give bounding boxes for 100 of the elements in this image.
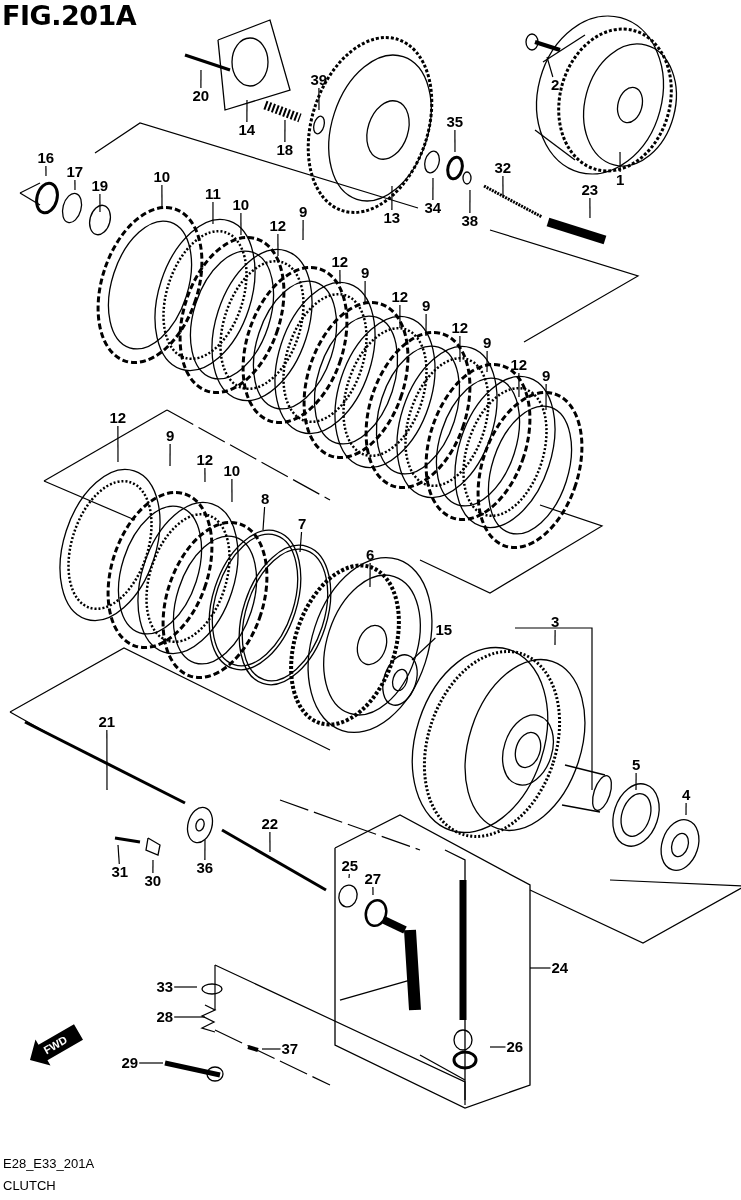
leader-line xyxy=(554,629,556,646)
callout-number: 18 xyxy=(275,142,295,158)
callout-number: 10 xyxy=(222,463,242,479)
leader-line xyxy=(529,967,552,969)
leader-line xyxy=(589,197,591,219)
callout-number: 24 xyxy=(550,960,570,976)
leader-line xyxy=(339,269,341,285)
callout-number: 16 xyxy=(36,150,56,166)
leader-line xyxy=(432,177,434,201)
leader-line xyxy=(635,772,637,791)
leader-line xyxy=(74,179,76,191)
leader-line xyxy=(246,99,248,123)
callout-number: 12 xyxy=(108,410,128,426)
leader-line xyxy=(372,886,374,896)
leader-line xyxy=(302,219,304,241)
leader-line xyxy=(502,175,504,197)
leader-line xyxy=(369,562,371,588)
callout-number: 3 xyxy=(550,614,561,630)
callout-number: 12 xyxy=(450,320,470,336)
callout-number: 28 xyxy=(155,1009,175,1025)
callout-number: 29 xyxy=(120,1055,140,1071)
callout-number: 12 xyxy=(268,218,288,234)
leader-line xyxy=(117,844,120,865)
leader-line xyxy=(318,87,320,111)
leader-line xyxy=(99,193,101,213)
leader-line xyxy=(204,467,206,483)
leader-line xyxy=(261,1048,282,1050)
leader-line xyxy=(262,506,266,531)
leader-line xyxy=(685,802,687,816)
leader-line xyxy=(469,189,471,214)
leader-line xyxy=(486,350,488,373)
callout-number: 9 xyxy=(541,368,552,384)
diagram-code: E28_E33_201A xyxy=(3,1156,95,1171)
leader-line xyxy=(454,129,456,153)
leader-line xyxy=(545,383,547,411)
callout-number: 11 xyxy=(204,186,222,202)
leader-line xyxy=(518,372,520,398)
callout-number: 8 xyxy=(260,491,271,507)
leader-line xyxy=(425,313,427,337)
leader-line xyxy=(138,1062,164,1064)
callout-number: 23 xyxy=(580,182,600,198)
leader-line xyxy=(459,335,461,363)
callout-number: 9 xyxy=(482,335,493,351)
leader-line xyxy=(204,839,206,861)
leader-line xyxy=(284,119,286,143)
callout-number: 30 xyxy=(143,873,163,889)
callout-number: 9 xyxy=(360,265,371,281)
caption: CLUTCH xyxy=(3,1178,56,1193)
callout-number: 22 xyxy=(260,816,280,832)
callout-number: 17 xyxy=(65,164,85,180)
callout-number: 5 xyxy=(631,757,642,773)
callout-number: 12 xyxy=(390,289,410,305)
callout-number: 7 xyxy=(297,516,308,532)
leader-line xyxy=(117,425,119,463)
leader-line xyxy=(619,151,621,173)
leader-line xyxy=(277,233,279,257)
leader-line xyxy=(489,1046,507,1048)
leader-line xyxy=(231,478,233,503)
direction-label: FWD xyxy=(41,1033,70,1058)
leader-line xyxy=(348,873,350,879)
leader-line xyxy=(106,729,108,791)
leader-line xyxy=(152,859,154,874)
callout-number: 19 xyxy=(90,178,110,194)
leader-line xyxy=(364,280,366,303)
callout-number: 33 xyxy=(155,979,175,995)
leader-line xyxy=(173,986,198,988)
callout-number: 10 xyxy=(152,169,172,185)
leader-line xyxy=(269,831,271,853)
callout-number: 15 xyxy=(434,622,454,638)
callout-number: 9 xyxy=(165,428,176,444)
callout-number: 12 xyxy=(195,452,215,468)
leader-line xyxy=(299,531,303,553)
callout-number: 32 xyxy=(493,160,513,176)
figure-title: FIG.201A xyxy=(2,0,137,31)
leader-line xyxy=(411,637,436,661)
callout-number: 36 xyxy=(195,860,215,876)
leader-line xyxy=(391,185,393,211)
leader-line xyxy=(200,69,202,89)
callout-number: 13 xyxy=(382,210,402,226)
callout-number: 38 xyxy=(460,213,480,229)
callout-number: 6 xyxy=(365,547,376,563)
callout-number: 27 xyxy=(363,871,383,887)
leader-line xyxy=(169,443,171,467)
leader-line xyxy=(45,165,47,177)
callout-number: 12 xyxy=(330,254,350,270)
callout-number: 1 xyxy=(615,172,626,188)
callout-number: 35 xyxy=(445,114,465,130)
leader-line xyxy=(240,212,242,236)
callout-number: 12 xyxy=(509,357,529,373)
callout-number: 20 xyxy=(191,88,211,104)
leader-line xyxy=(173,1016,206,1018)
callout-number: 9 xyxy=(421,298,432,314)
callout-number: 21 xyxy=(97,714,117,730)
callout-number: 4 xyxy=(681,787,692,803)
callout-number: 39 xyxy=(309,72,329,88)
leader-line xyxy=(546,56,554,78)
callout-number: 25 xyxy=(340,858,360,874)
callout-number: 14 xyxy=(237,122,257,138)
callout-number: 10 xyxy=(231,197,251,213)
callout-number: 26 xyxy=(505,1039,525,1055)
